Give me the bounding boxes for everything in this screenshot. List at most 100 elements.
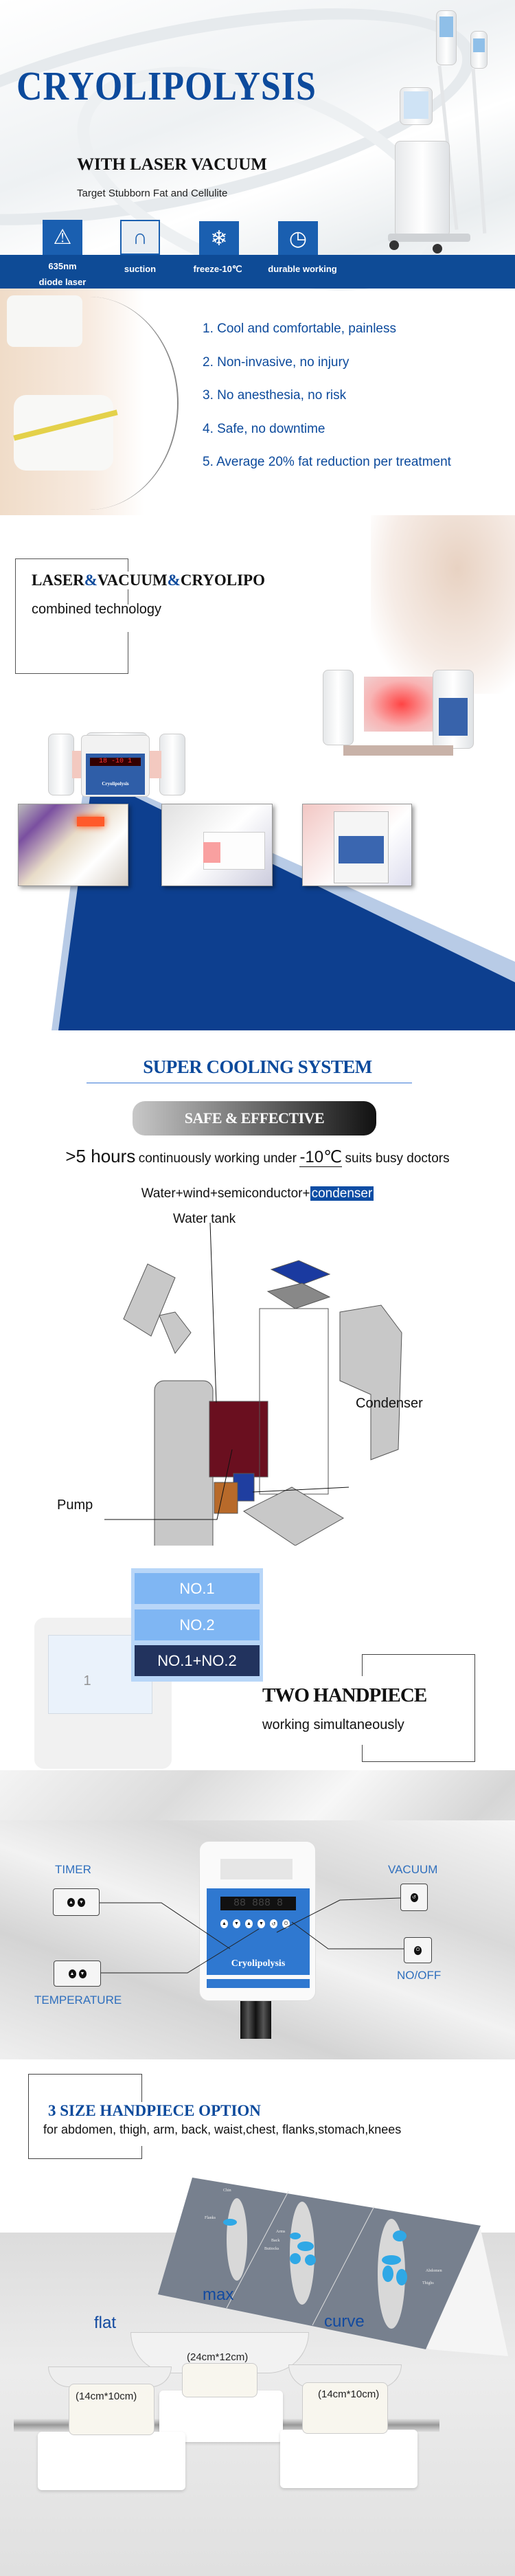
heading-frame	[362, 1654, 475, 1762]
heading-word: CRYOLIPO	[180, 572, 265, 589]
label-water-tank: Water tank	[173, 1212, 236, 1226]
temperature-buttons-callout: ▲▼	[54, 1961, 101, 1987]
option-flat-size: (14cm*10cm)	[76, 2391, 137, 2402]
hero-subtitle: WITH LASER VACUUM	[77, 155, 267, 174]
timer-up-button[interactable]: ▲	[220, 1919, 228, 1928]
chart-label: Arms	[276, 2230, 286, 2234]
handpiece-cable	[240, 2001, 271, 2039]
condenser-highlight: condenser	[310, 1186, 374, 1201]
two-handpiece-heading: TWO HANDPIECE	[262, 1684, 427, 1706]
safe-effective-badge: SAFE & EFFECTIVE	[133, 1101, 376, 1136]
smiling-woman-photo	[371, 515, 515, 694]
water-tank-part	[209, 1401, 268, 1478]
temperature-down-button[interactable]: ▼	[258, 1919, 265, 1928]
technology-subheading: combined technology	[32, 602, 162, 617]
treatment-photo-3	[302, 804, 412, 886]
temperature-highlight: -10℃	[299, 1148, 343, 1167]
chart-label: Buttocks	[264, 2247, 279, 2251]
menu-item-no1-no2[interactable]: NO.1+NO.2	[135, 1645, 260, 1676]
callout-lines	[100, 1897, 404, 1974]
heading-word: LASER	[32, 572, 84, 589]
power-button[interactable]: ⏻	[282, 1919, 290, 1928]
benefit-item: 1. Cool and comfortable, painless	[203, 321, 396, 336]
temperature-label: TEMPERATURE	[34, 1993, 122, 2007]
down-arrow-icon: ▼	[78, 1897, 85, 1907]
frame-gap	[357, 1676, 365, 1745]
vacuum-button-callout: ↺	[400, 1884, 428, 1911]
treatment-area-markers	[223, 2219, 407, 2285]
down-arrow-icon: ▼	[78, 1969, 87, 1978]
two-handpiece-subheading: working simultaneously	[262, 1717, 404, 1732]
up-arrow-icon: ▲	[67, 1897, 75, 1907]
heading-amp: &	[84, 572, 98, 589]
benefit-item: 4. Safe, no downtime	[203, 421, 325, 436]
benefit-item: 2. Non-invasive, no injury	[203, 354, 350, 370]
option-curve-label: curve	[324, 2312, 365, 2331]
clock-icon: ◷	[278, 221, 318, 256]
vacuum-label: VACUUM	[388, 1863, 438, 1876]
feature-label-durable: durable working	[268, 264, 337, 274]
components-text: Water+wind+semiconductor+	[141, 1186, 310, 1201]
menu-item-no1[interactable]: NO.1	[135, 1573, 260, 1604]
handpiece-control-panel: 88 888 8 ▲ ▼ ▲ ▼ ↺ ⏻ Cryolipolysis	[199, 1841, 316, 2001]
chart-label: Chin	[223, 2189, 231, 2193]
exploded-machine-diagram	[123, 1223, 402, 1546]
cooling-heading: SUPER COOLING SYSTEM	[143, 1057, 372, 1077]
chart-label: Abdomen	[426, 2269, 442, 2273]
decorative-arc	[0, 297, 179, 510]
onoff-button-callout: ⏻	[404, 1937, 432, 1963]
chart-label: Flanks	[205, 2216, 216, 2220]
duration-text: suits busy doctors	[345, 1151, 450, 1166]
treatment-photo-2	[161, 804, 273, 886]
menu-item-no2[interactable]: NO.2	[135, 1609, 260, 1640]
power-icon: ⏻	[414, 1945, 422, 1955]
condenser-leader	[252, 1487, 350, 1493]
chart-label: Back	[271, 2239, 279, 2243]
hero-tagline: Target Stubborn Fat and Cellulite	[77, 188, 228, 199]
water-tank-leader	[209, 1223, 217, 1403]
panel-buttons: ▲ ▼ ▲ ▼ ↺ ⏻	[220, 1919, 290, 1928]
up-arrow-icon: ▲	[68, 1969, 76, 1978]
handpiece-brand: Cryolipolysis	[102, 781, 129, 787]
duration-text: continuously working under	[138, 1151, 297, 1166]
heading-word: VACUUM	[97, 572, 168, 589]
temperature-callout	[101, 1928, 260, 1974]
sizes-areas: for abdomen, thigh, arm, back, waist,che…	[43, 2123, 402, 2137]
panel-display: 88 888 8	[220, 1897, 296, 1910]
cooling-components-line: Water+wind+semiconductor+condenser	[0, 1186, 515, 1201]
onoff-label: NO/OFF	[397, 1969, 442, 1982]
timer-callout	[100, 1902, 231, 1950]
onoff-callout	[291, 1921, 404, 1950]
screen-value: 1	[83, 1673, 91, 1688]
plate-part	[266, 1283, 331, 1309]
vacuum-callout	[276, 1897, 401, 1933]
rear-cover-part	[339, 1304, 402, 1460]
option-max-size: (24cm*12cm)	[187, 2351, 249, 2363]
treatment-photo-1	[18, 804, 128, 886]
feature-label-freeze: freeze-10℃	[193, 264, 242, 274]
vacuum-icon: ↺	[410, 1893, 418, 1902]
suction-icon: ∩	[120, 220, 160, 255]
body-areas-chart: Chin Flanks Arms Back Buttocks Abdomen T…	[158, 2178, 508, 2356]
hero-section: CRYOLIPOLYSIS WITH LASER VACUUM Target S…	[0, 0, 515, 335]
pump-leader-line	[104, 1449, 233, 1520]
label-pump: Pump	[57, 1498, 93, 1513]
benefit-item: 3. No anesthesia, no risk	[203, 388, 347, 403]
board-part	[270, 1260, 331, 1285]
timer-down-button[interactable]: ▼	[233, 1919, 240, 1928]
feature-label-line: 635nm	[48, 261, 77, 271]
feature-label-line: diode laser	[38, 277, 87, 287]
duration-highlight: >5 hours	[65, 1146, 136, 1166]
benefit-item: 5. Average 20% fat reduction per treatme…	[203, 455, 451, 469]
base-part	[243, 1487, 344, 1546]
pump-part	[214, 1482, 238, 1514]
timer-buttons-callout: ▲▼	[53, 1888, 100, 1916]
option-curve-size: (14cm*10cm)	[318, 2388, 380, 2400]
chart-divider	[312, 2206, 375, 2326]
vacuum-button[interactable]: ↺	[270, 1919, 277, 1928]
chart-label: Thighs	[422, 2281, 434, 2285]
applicator-closeup-image	[323, 670, 477, 756]
label-condenser: Condenser	[356, 1396, 423, 1411]
temperature-up-button[interactable]: ▲	[245, 1919, 253, 1928]
bracket-part	[159, 1311, 192, 1354]
